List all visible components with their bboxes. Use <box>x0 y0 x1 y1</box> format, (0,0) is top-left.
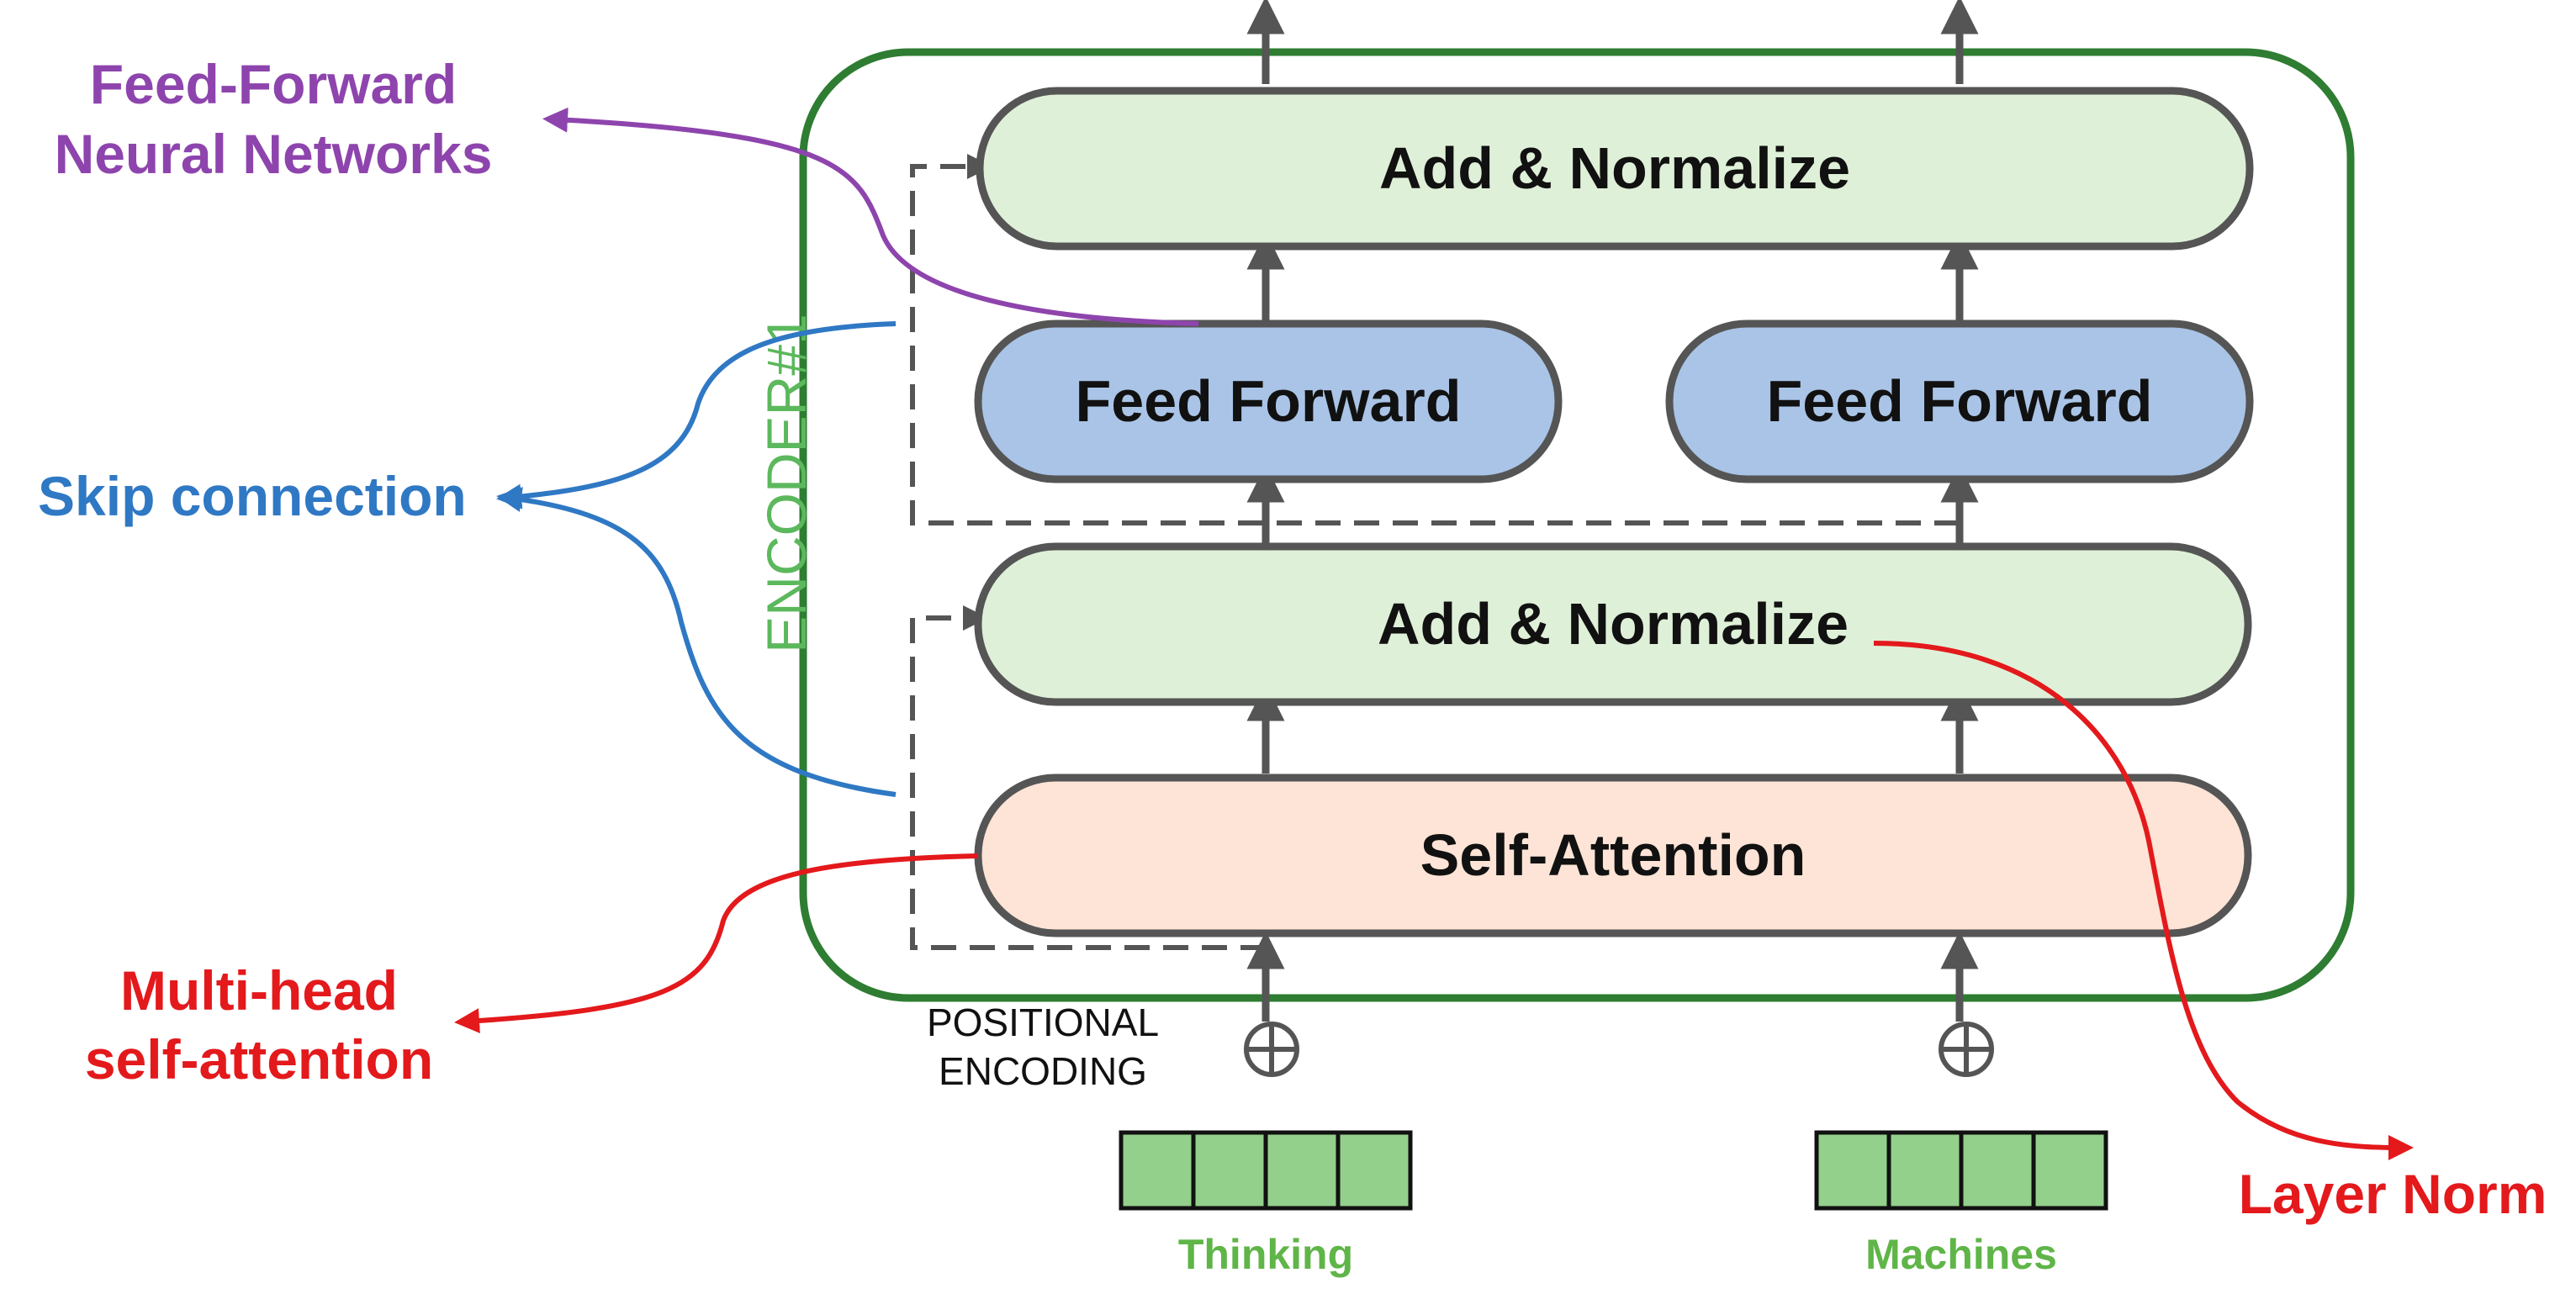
skip-connection-path-lower <box>910 605 1266 950</box>
ffn-annotation-arrow <box>542 107 1199 326</box>
feed-forward-right-block <box>1665 319 2254 483</box>
skip-annotation-arrow-lower <box>496 487 897 797</box>
mha-annotation-line1: Multi-head <box>120 959 398 1022</box>
feed-forward-right-label: Feed Forward <box>1767 368 2153 434</box>
plus-circle-icon <box>1244 1022 1299 1077</box>
skip-connection-path-upper <box>910 154 1960 525</box>
feed-forward-left-label: Feed Forward <box>1076 368 1462 434</box>
feed-forward-left-block <box>974 319 1563 483</box>
plus-circle-icon <box>1939 1022 1994 1077</box>
layer-norm-annotation-label: Layer Norm <box>2239 1163 2547 1225</box>
encoder-box <box>799 48 2355 1002</box>
input-word-machines: Machines <box>1865 1231 2057 1278</box>
layer-norm-annotation-arrow <box>1873 641 2414 1160</box>
ffn-annotation-line2: Neural Networks <box>55 123 493 185</box>
self-attention-label: Self-Attention <box>1420 822 1806 888</box>
mha-annotation-line2: self-attention <box>85 1028 433 1090</box>
add-normalize-bottom-block <box>974 542 2252 706</box>
add-normalize-bottom-label: Add & Normalize <box>1378 591 1849 657</box>
input-vector-thinking <box>1119 1130 1413 1211</box>
mha-annotation-arrow <box>454 853 979 1034</box>
skip-annotation-arrow-upper <box>496 321 897 510</box>
encoder-label: ENCODER#1 <box>755 314 817 652</box>
ffn-annotation-line1: Feed-Forward <box>90 53 457 115</box>
positional-encoding-line2: ENCODING <box>939 1049 1147 1093</box>
skip-annotation-label: Skip connection <box>38 465 467 527</box>
input-word-thinking: Thinking <box>1178 1231 1353 1278</box>
input-vector-machines <box>1814 1130 2108 1211</box>
positional-encoding-line1: POSITIONAL <box>927 1001 1159 1044</box>
self-attention-block <box>974 774 2252 937</box>
add-normalize-top-block <box>976 87 2254 251</box>
add-normalize-top-label: Add & Normalize <box>1379 135 1850 201</box>
